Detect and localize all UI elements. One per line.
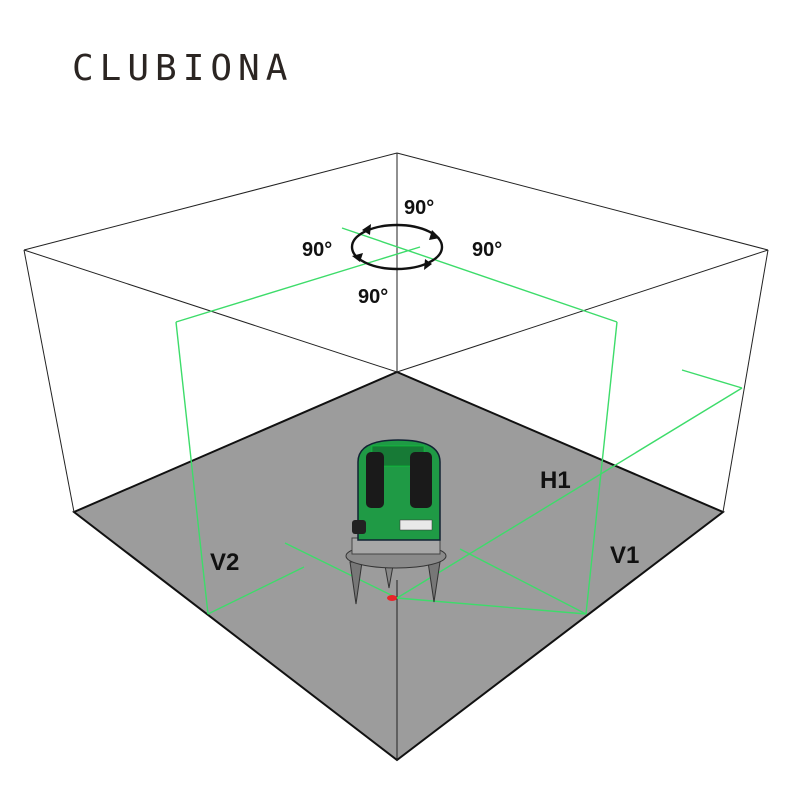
- laser-lines: [175, 227, 743, 615]
- line-label-v2: V2: [210, 549, 239, 576]
- laser-level-icon: [345, 439, 447, 605]
- line-label-v1: V1: [610, 542, 639, 569]
- rotation-label-bottom: 90°: [358, 286, 388, 308]
- brand-logo: CLUBIONA: [72, 48, 294, 89]
- rotation-label-top: 90°: [404, 197, 434, 219]
- rotation-indicator: [350, 223, 444, 271]
- rotation-label-right: 90°: [472, 239, 502, 261]
- rotation-label-left: 90°: [302, 239, 332, 261]
- room-frame: [23, 152, 769, 760]
- line-label-h1: H1: [540, 467, 571, 494]
